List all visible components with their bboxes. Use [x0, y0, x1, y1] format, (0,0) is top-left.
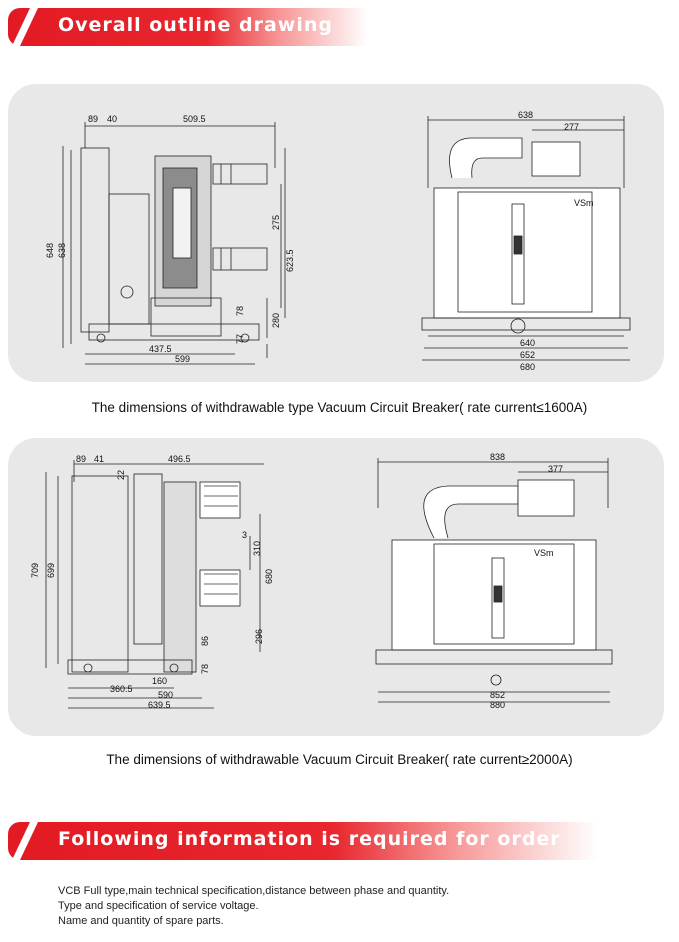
- drawing-caption-2: The dimensions of withdrawable Vacuum Ci…: [106, 752, 573, 767]
- brand-label: VSm: [534, 548, 554, 558]
- order-info-list: VCB Full type,main technical specificati…: [58, 884, 449, 929]
- dim-label: 680: [520, 362, 535, 372]
- order-info-line: Name and quantity of spare parts.: [58, 915, 224, 927]
- dim-label: 652: [520, 350, 535, 360]
- dim-label: 648: [45, 243, 55, 258]
- front-view-drawing-2: 838 377 VSm 852 880: [375, 452, 613, 710]
- banner-wedge-icon: [12, 822, 38, 860]
- dim-label: 3: [242, 530, 247, 540]
- dim-label: 310: [252, 541, 262, 556]
- dim-label: 77: [235, 334, 245, 344]
- order-info-line: VCB Full type,main technical specificati…: [58, 885, 450, 897]
- dim-label: 377: [548, 464, 563, 474]
- drawing-caption-1: The dimensions of withdrawable type Vacu…: [91, 400, 588, 415]
- dim-label: 639.5: [148, 700, 171, 710]
- dim-label: 78: [200, 664, 210, 674]
- section-title: Following information is required for or…: [58, 828, 561, 850]
- dim-label: 509.5: [183, 114, 206, 124]
- brand-label: VSm: [574, 198, 594, 208]
- dim-label: 160: [152, 676, 167, 686]
- dim-label: 880: [490, 700, 505, 710]
- dim-label: 638: [57, 243, 67, 258]
- dim-label: 22: [116, 470, 126, 480]
- dim-label: 838: [490, 452, 505, 462]
- dim-label: 89: [88, 114, 98, 124]
- dim-label: 699: [46, 563, 56, 578]
- dim-label: 86: [200, 636, 210, 646]
- side-view-drawing-1: 89 40 509.5 648 638 275 623.5 280 78 77 …: [45, 114, 295, 365]
- dim-label: 680: [264, 569, 274, 584]
- section-banner-outline: Overall outline drawing: [8, 8, 368, 46]
- banner-bar: [8, 822, 598, 860]
- section-title: Overall outline drawing: [58, 14, 333, 36]
- dim-label: 277: [564, 122, 579, 132]
- front-view-drawing-1: 638 277 VSm 640 652 680: [421, 110, 631, 372]
- side-view-drawing-2: 89 41 496.5 22 709 699 3 310 680 296 86 …: [30, 454, 274, 710]
- dim-label: 709: [30, 563, 40, 578]
- banner-bar: [8, 8, 368, 46]
- dim-label: 496.5: [168, 454, 191, 464]
- dim-label: 360.5: [110, 684, 133, 694]
- dim-label: 89: [76, 454, 86, 464]
- dim-label: 590: [158, 690, 173, 700]
- dim-label: 78: [235, 306, 245, 316]
- banner-wedge-icon: [12, 8, 38, 46]
- dim-label: 41: [94, 454, 104, 464]
- section-banner-order: Following information is required for or…: [8, 822, 598, 860]
- dim-label: 638: [518, 110, 533, 120]
- dim-label: 852: [490, 690, 505, 700]
- dim-label: 296: [254, 629, 264, 644]
- order-info-line: Type and specification of service voltag…: [58, 900, 259, 912]
- dim-label: 599: [175, 354, 190, 364]
- dim-label: 437.5: [149, 344, 172, 354]
- dim-label: 280: [271, 313, 281, 328]
- dim-label: 40: [107, 114, 117, 124]
- dim-label: 640: [520, 338, 535, 348]
- dim-label: 623.5: [285, 249, 295, 272]
- dim-label: 275: [271, 215, 281, 230]
